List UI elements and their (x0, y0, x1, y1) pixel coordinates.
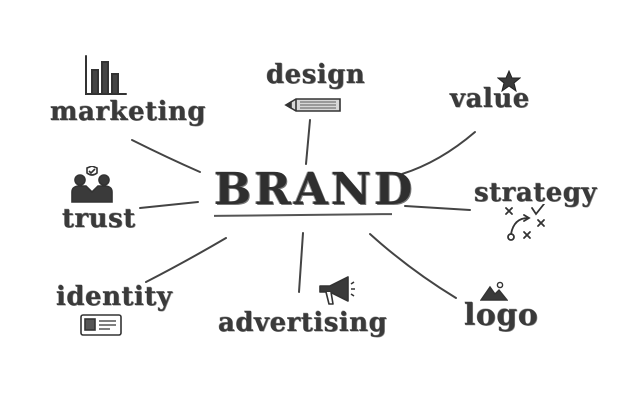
center-label: BRAND (214, 164, 415, 215)
link-logo (370, 234, 456, 298)
node-label-value: value (450, 84, 530, 114)
node-label-marketing: marketing (50, 97, 206, 127)
node-label-trust: trust (62, 204, 136, 234)
node-label-advertising: advertising (218, 308, 387, 338)
handshake-icon (70, 166, 114, 204)
link-identity (146, 238, 226, 282)
node-label-logo: logo (464, 298, 538, 333)
link-advertising (299, 233, 303, 292)
pencil-icon (284, 96, 342, 114)
link-trust (140, 202, 198, 208)
id-card-icon (80, 314, 122, 336)
link-design (306, 120, 310, 164)
node-label-identity: identity (56, 282, 173, 312)
megaphone-icon (318, 274, 356, 306)
link-marketing (132, 140, 200, 172)
strategy-plan-icon (502, 204, 548, 244)
node-label-design: design (266, 60, 365, 90)
bar-chart-icon (82, 54, 128, 96)
